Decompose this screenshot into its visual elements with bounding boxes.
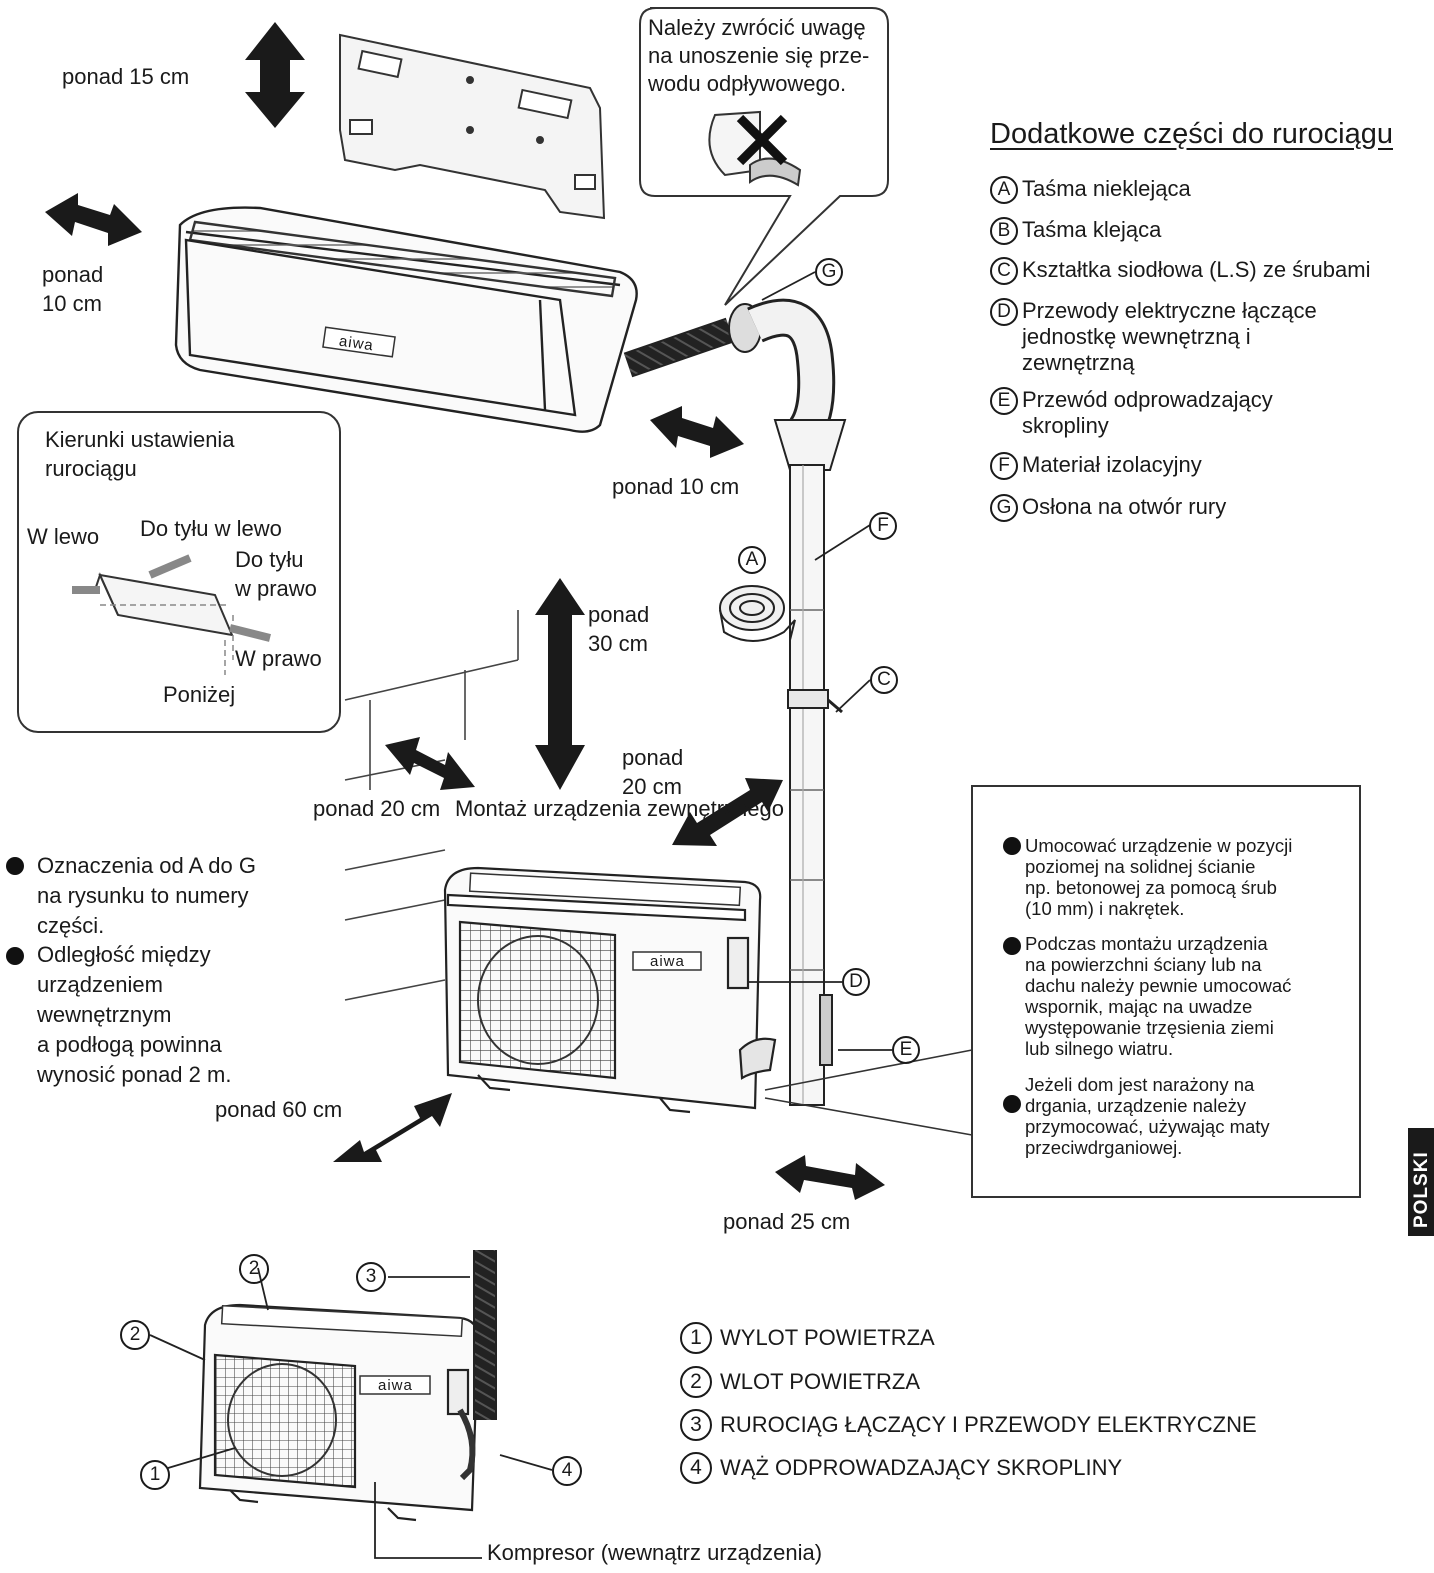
- part-text-g: Osłona na otwór rury: [1022, 494, 1227, 519]
- part-letter-g: G: [990, 494, 1018, 522]
- warning-callout-bubble: [639, 7, 889, 306]
- legend-item-4: 4 WĄŻ ODPROWADZAJĄCY SKROPLINY: [680, 1452, 1122, 1484]
- legend-num-1: 1: [680, 1322, 712, 1354]
- bottom-marker-1: 1: [140, 1460, 170, 1490]
- clearance-outdoor-left-label: ponad 20 cm: [313, 796, 441, 821]
- marker-c: C: [870, 666, 898, 694]
- legend-num-3: 3: [680, 1409, 712, 1441]
- marker-a: A: [738, 546, 766, 574]
- marker-f: F: [869, 512, 897, 540]
- language-tab: POLSKI: [1408, 1128, 1434, 1236]
- outdoor-mount-label: Montaż urządzenia zewnętrznego: [455, 796, 784, 821]
- bottom-marker-2a: 2: [239, 1254, 269, 1284]
- part-letter-a: A: [990, 176, 1018, 204]
- legend-item-2: 2 WLOT POWIETRZA: [680, 1366, 920, 1398]
- part-text-e: Przewód odprowadzający skropliny: [1022, 387, 1273, 438]
- direction-right-label: W prawo: [235, 646, 322, 671]
- legend-num-2: 2: [680, 1366, 712, 1398]
- language-tab-label: POLSKI: [1411, 1151, 1432, 1228]
- outdoor-unit: [443, 866, 777, 1114]
- legend-text-2: WLOT POWIETRZA: [720, 1369, 921, 1394]
- note-bullet: [1003, 837, 1021, 855]
- part-letter-e: E: [990, 387, 1018, 415]
- direction-below-label: Poniżej: [163, 682, 236, 707]
- part-letter-d: D: [990, 298, 1018, 326]
- bottom-outdoor-unit: [149, 1250, 553, 1559]
- notes-pointer: [764, 1049, 973, 1136]
- parts-title: Dodatkowe części do rurociągu: [990, 118, 1393, 150]
- legend-item-3: 3 RUROCIĄG ŁĄCZĄCY I PRZEWODY ELEKTRYCZNE: [680, 1409, 1257, 1441]
- compressor-label: Kompresor (wewnątrz urządzenia): [487, 1540, 823, 1565]
- part-text-b: Taśma klejąca: [1022, 217, 1162, 242]
- warning-callout-text: Należy zwrócić uwagę na unoszenie się pr…: [648, 15, 870, 96]
- direction-back-left-label: Do tyłu w lewo: [140, 516, 282, 541]
- pipe-run: [623, 298, 847, 1106]
- direction-back-right-label: Do tyłu w prawo: [235, 547, 317, 601]
- brand-logo-bottom: aiwa: [378, 1377, 413, 1394]
- marker-d: D: [842, 968, 870, 996]
- legend-num-4: 4: [680, 1452, 712, 1484]
- mounting-note-2: Podczas montażu urządzenia na powierzchn…: [1025, 933, 1292, 1059]
- mounting-note-1: Umocować urządzenie w pozycji poziomej n…: [1025, 835, 1293, 919]
- brand-logo-outdoor: aiwa: [650, 953, 685, 970]
- marker-e: E: [892, 1036, 920, 1064]
- clearance-right-low-label: ponad 25 cm: [723, 1209, 851, 1234]
- legend-text-1: WYLOT POWIETRZA: [720, 1325, 935, 1350]
- legend-text-3: RUROCIĄG ŁĄCZĄCY I PRZEWODY ELEKTRYCZNE: [720, 1412, 1257, 1437]
- piping-directions-title: Kierunki ustawienia rurociągu: [45, 427, 235, 481]
- bottom-marker-3: 3: [356, 1262, 386, 1292]
- clearance-outdoor-right-label: ponad 20 cm: [622, 745, 684, 799]
- part-text-f: Materiał izolacyjny: [1022, 452, 1202, 477]
- clearance-top-label: ponad 15 cm: [62, 64, 190, 89]
- mounting-notes-box: Umocować urządzenie w pozycji poziomej n…: [971, 785, 1361, 1198]
- legend-text-4: WĄŻ ODPROWADZAJĄCY SKROPLINY: [720, 1455, 1123, 1480]
- bottom-marker-2b: 2: [120, 1320, 150, 1350]
- left-note-bullet: [6, 947, 24, 965]
- clearance-right-label: ponad 10 cm: [612, 474, 740, 499]
- leader-lines: [748, 271, 892, 1051]
- part-letter-c: C: [990, 257, 1018, 285]
- part-text-c: Kształtka siodłowa (L.S) ze śrubami: [1022, 257, 1371, 282]
- mounting-note-3: Jeżeli dom jest narażony na drgania, urz…: [1025, 1074, 1270, 1158]
- part-text-a: Taśma nieklejąca: [1022, 176, 1191, 201]
- legend-item-1: 1 WYLOT POWIETRZA: [680, 1322, 935, 1354]
- wall-lines: [344, 610, 519, 1001]
- direction-left-label: W lewo: [27, 524, 100, 549]
- note-bullet: [1003, 937, 1021, 955]
- note-bullet: [1003, 1095, 1021, 1113]
- indoor-unit: [174, 206, 638, 433]
- part-text-d: Przewody elektryczne łączące jednostkę w…: [1022, 298, 1317, 375]
- mounting-plate: [339, 33, 606, 220]
- clearance-arrows: [45, 22, 885, 1200]
- marker-g: G: [815, 258, 843, 286]
- bottom-marker-4: 4: [552, 1456, 582, 1486]
- clearance-front-label: ponad 60 cm: [215, 1097, 343, 1122]
- left-note-1: Oznaczenia od A do G na rysunku to numer…: [37, 853, 256, 938]
- clearance-left-label: ponad 10 cm: [42, 262, 104, 316]
- left-note-bullet: [6, 857, 24, 875]
- left-note-2: Odległość między urządzeniem wewnętrznym…: [37, 942, 232, 1087]
- piping-directions-box: [17, 411, 341, 733]
- part-letter-f: F: [990, 452, 1018, 480]
- part-letter-b: B: [990, 217, 1018, 245]
- tape-roll: [719, 585, 796, 642]
- clearance-outdoor-top-label: ponad 30 cm: [588, 602, 650, 656]
